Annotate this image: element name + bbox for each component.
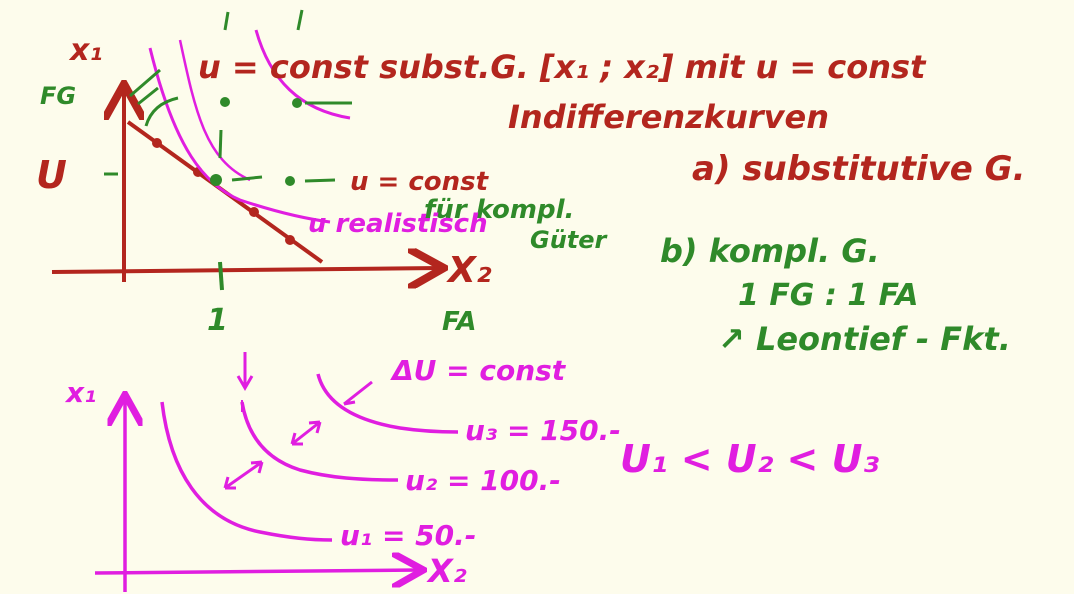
green-hline <box>304 178 336 183</box>
top-diagram: x₁ FG U X₂ 1 FA u = const für kompl. Güt… <box>36 9 609 338</box>
bottom-y-axis-label: x₁ <box>64 376 96 409</box>
distance-arrow <box>343 380 373 406</box>
optimum-point <box>210 174 222 186</box>
bottom-x-axis-label: X₂ <box>426 552 467 590</box>
green-point <box>285 176 295 186</box>
distance-arrow <box>290 420 322 446</box>
u-label: U <box>36 153 67 197</box>
indifference-curve-u1 <box>160 401 333 542</box>
item-b-sub-1: 1 FG : 1 FA <box>738 278 918 313</box>
indifference-curve-inner <box>178 39 251 182</box>
green-point <box>220 97 230 107</box>
heading-line-1: u = const subst.G. [x₁ ; x₂] mit u = con… <box>198 48 927 86</box>
green-hline <box>231 175 263 182</box>
top-y-axis-label: x₁ <box>68 33 103 68</box>
bottom-x-axis <box>94 570 420 573</box>
fixed-note: für kompl. <box>424 195 574 225</box>
top-x-axis-label: X₂ <box>446 250 492 291</box>
curve-label-u2: u₂ = 100.- <box>405 464 561 497</box>
distance-arrow <box>223 460 264 490</box>
inequality-label: U₁ < U₂ < U₃ <box>620 437 879 481</box>
delta-label: ΔU = const <box>390 354 567 387</box>
budget-point <box>249 207 259 217</box>
green-tick <box>218 261 224 291</box>
green-tick <box>296 9 304 31</box>
heading-line-2: Indifferenzkurven <box>508 98 829 136</box>
green-point <box>292 98 302 108</box>
top-x-axis <box>51 268 440 272</box>
u-const-note: u = const <box>350 167 490 197</box>
down-arrow <box>236 352 254 391</box>
goods-note: Güter <box>530 226 609 254</box>
green-tick <box>223 11 230 31</box>
budget-point <box>285 235 295 245</box>
fg-label: FG <box>40 82 76 110</box>
indifference-curve-u2 <box>240 401 399 482</box>
curve-label-u3: u₃ = 150.- <box>465 414 621 447</box>
bottom-diagram: x₁ X₂ ΔU = const u₃ = 150.- u₂ = 100.- u… <box>64 352 879 592</box>
green-tick <box>218 129 223 159</box>
item-b-sub-2: ↗ Leontief - Fkt. <box>718 320 1011 358</box>
curve-label-u1: u₁ = 50.- <box>340 519 476 552</box>
item-b: b) kompl. G. <box>660 232 880 270</box>
indifference-curve-realistic <box>148 47 331 224</box>
green-line <box>129 68 161 98</box>
u-realistic-note: u realistisch <box>308 209 488 239</box>
indifference-curve-u3 <box>316 373 459 434</box>
indifference-curve-outer <box>254 29 351 120</box>
fa-label: FA <box>442 307 477 337</box>
item-a: a) substitutive G. <box>692 149 1026 189</box>
green-angle-mark <box>137 86 179 127</box>
notes: u = const subst.G. [x₁ ; x₂] mit u = con… <box>198 48 1026 358</box>
budget-point <box>152 138 162 148</box>
tick-one-label: 1 <box>207 303 228 338</box>
